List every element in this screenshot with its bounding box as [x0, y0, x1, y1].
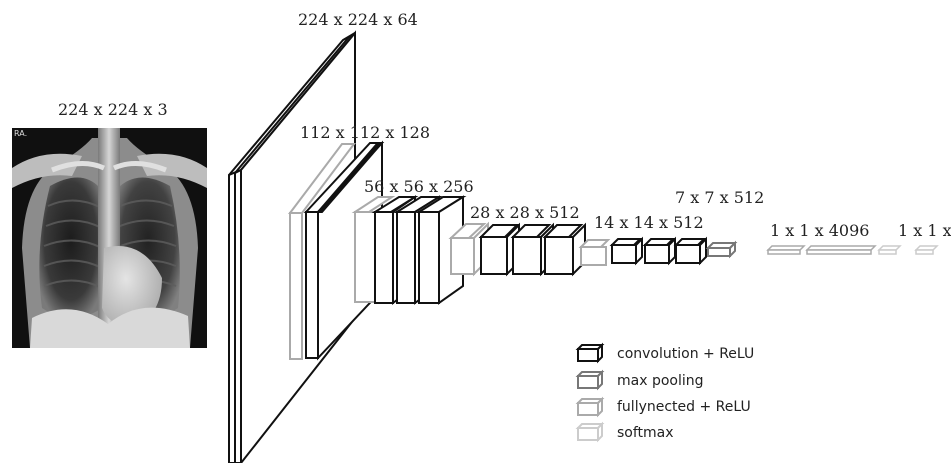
- legend-softmax-icon: [578, 424, 602, 440]
- pool-block: [708, 243, 735, 256]
- softmax-blocks: [879, 246, 937, 254]
- layer-label-2: 112 x 112 x 128: [300, 125, 430, 141]
- legend-fc-icon: [578, 399, 602, 415]
- legend-label-convolution: convolution + ReLU: [617, 347, 754, 361]
- legend-label-fc: fullynected + ReLU: [617, 400, 751, 414]
- layer-label-1: 224 x 224 x 64: [298, 12, 418, 28]
- layer-label-7: 1 x 1 x 4096: [770, 223, 869, 239]
- layer-label-8: 1 x 1 x: [898, 223, 951, 239]
- conv-block-4: [451, 224, 585, 274]
- legend-convolution-icon: [578, 345, 602, 361]
- legend-icons: [578, 345, 602, 440]
- layer-label-4: 28 x 28 x 512: [470, 205, 580, 221]
- legend-label-pooling: max pooling: [617, 374, 704, 388]
- fc-blocks: [768, 246, 875, 254]
- conv-block-3: [355, 197, 463, 303]
- layer-label-3: 56 x 56 x 256: [364, 179, 474, 195]
- conv-block-5: [581, 239, 706, 265]
- layer-label-5: 14 x 14 x 512: [594, 215, 704, 231]
- legend-label-softmax: softmax: [617, 426, 674, 440]
- layer-label-6: 7 x 7 x 512: [675, 190, 764, 206]
- legend-pooling-icon: [578, 372, 602, 388]
